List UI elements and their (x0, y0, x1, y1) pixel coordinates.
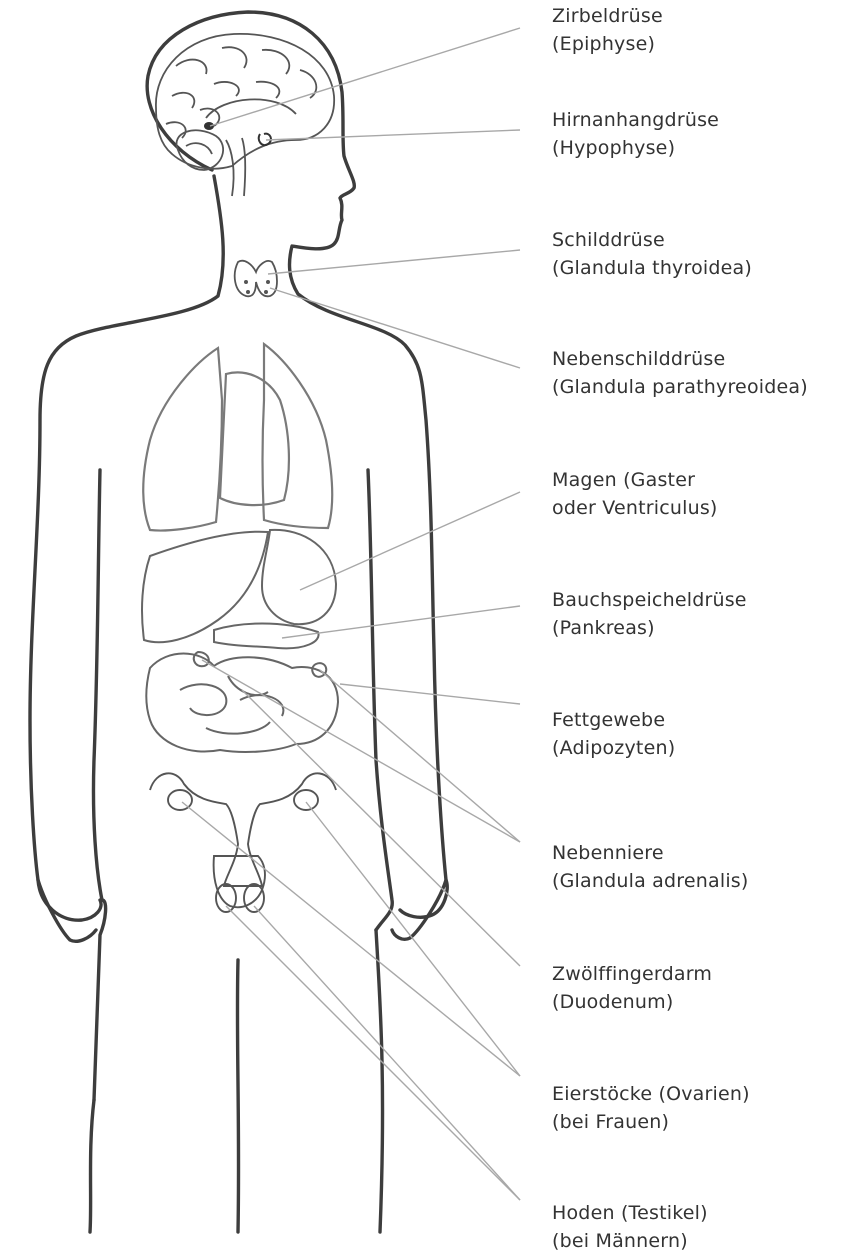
label-hirnanhangdruese: Hirnanhangdrüse (Hypophyse) (552, 106, 864, 162)
label-hirnanhangdruese-line1: Hirnanhangdrüse (552, 106, 864, 134)
label-fettgewebe-line2: (Adipozyten) (552, 734, 864, 762)
label-hoden-line1: Hoden (Testikel) (552, 1199, 864, 1227)
label-hoden: Hoden (Testikel) (bei Männern) (552, 1199, 864, 1255)
ovary-right (294, 790, 318, 810)
left-lung (143, 348, 222, 531)
left-shoulder-arm-outline (30, 176, 223, 920)
label-bauchspeicheldruese-line2: (Pankreas) (552, 614, 864, 642)
stomach (262, 530, 336, 624)
body-outline (30, 12, 447, 1232)
label-nebenschilddruese-line2: (Glandula parathyreoidea) (552, 373, 864, 401)
label-zwoelffingerdarm-line2: (Duodenum) (552, 988, 864, 1016)
label-nebenniere-line2: (Glandula adrenalis) (552, 867, 864, 895)
leader-nebenniere-2 (320, 670, 520, 842)
right-lung (263, 344, 333, 528)
leader-zirbeldruese (210, 28, 520, 126)
head-and-torso-outline (147, 12, 447, 917)
label-eierstoecke-line2: (bei Frauen) (552, 1108, 864, 1136)
right-leg-outline (376, 930, 383, 1232)
label-eierstoecke-line1: Eierstöcke (Ovarien) (552, 1080, 864, 1108)
label-magen-line1: Magen (Gaster (552, 466, 864, 494)
label-schilddruese: Schilddrüse (Glandula thyroidea) (552, 226, 864, 282)
label-bauchspeicheldruese-line1: Bauchspeicheldrüse (552, 586, 864, 614)
label-zwoelffingerdarm: Zwölffingerdarm (Duodenum) (552, 960, 864, 1016)
brain-folds (166, 47, 316, 138)
left-hand (38, 880, 96, 941)
leader-hoden-1 (226, 906, 520, 1200)
label-magen: Magen (Gaster oder Ventriculus) (552, 466, 864, 522)
label-hoden-line2: (bei Männern) (552, 1227, 864, 1255)
right-inner-arm (368, 470, 392, 930)
inner-leg-line (237, 960, 238, 1232)
thyroid-gland (235, 261, 277, 297)
pancreas (214, 624, 319, 649)
label-nebenschilddruese-line1: Nebenschilddrüse (552, 345, 864, 373)
label-zirbeldruese-line1: Zirbeldrüse (552, 2, 864, 30)
liver (142, 532, 268, 643)
label-fettgewebe: Fettgewebe (Adipozyten) (552, 706, 864, 762)
label-hirnanhangdruese-line2: (Hypophyse) (552, 134, 864, 162)
thoracic-organs (143, 344, 332, 531)
label-nebenniere-line1: Nebenniere (552, 839, 864, 867)
leader-lines (182, 28, 520, 1200)
leader-magen (300, 492, 520, 590)
leader-fettgewebe (340, 684, 520, 704)
leader-hoden-2 (254, 906, 520, 1200)
leader-eierstoecke-1 (182, 802, 520, 1076)
label-magen-line2: oder Ventriculus) (552, 494, 864, 522)
label-fettgewebe-line1: Fettgewebe (552, 706, 864, 734)
left-inner-arm (93, 470, 105, 1100)
heart (220, 372, 289, 505)
left-leg-outline (90, 1100, 94, 1232)
label-zwoelffingerdarm-line1: Zwölffingerdarm (552, 960, 864, 988)
label-bauchspeicheldruese: Bauchspeicheldrüse (Pankreas) (552, 586, 864, 642)
testis-left (216, 884, 236, 912)
label-zirbeldruese: Zirbeldrüse (Epiphyse) (552, 2, 864, 58)
leader-bauchspeicheldruese (282, 606, 520, 638)
label-schilddruese-line2: (Glandula thyroidea) (552, 254, 864, 282)
leader-schilddruese (268, 250, 520, 274)
label-zirbeldruese-line2: (Epiphyse) (552, 30, 864, 58)
leader-hirnanhangdruese (266, 130, 520, 140)
label-nebenniere: Nebenniere (Glandula adrenalis) (552, 839, 864, 895)
testis-right (244, 884, 264, 912)
leader-eierstoecke-2 (306, 802, 520, 1076)
intestines (146, 654, 338, 753)
leader-nebenschilddruese (270, 288, 520, 368)
label-schilddruese-line1: Schilddrüse (552, 226, 864, 254)
label-eierstoecke: Eierstöcke (Ovarien) (bei Frauen) (552, 1080, 864, 1136)
abdominal-organs (142, 530, 338, 752)
label-nebenschilddruese: Nebenschilddrüse (Glandula parathyreoide… (552, 345, 864, 401)
reproductive-organs (150, 773, 336, 912)
pineal-gland (204, 122, 214, 130)
